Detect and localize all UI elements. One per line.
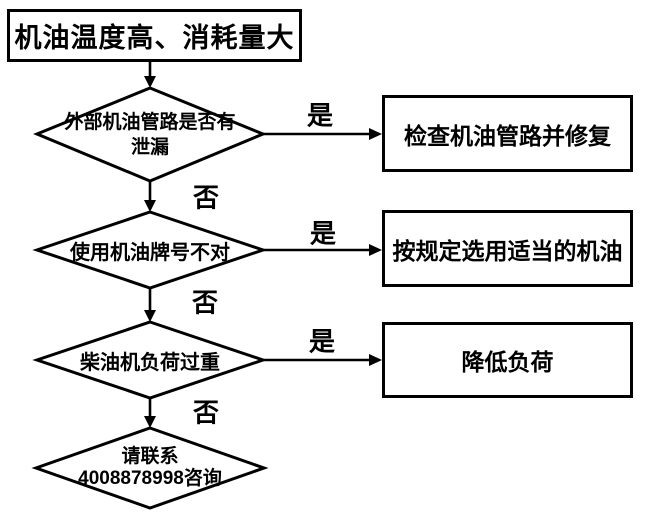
decision-1-line1: 外部机油管路是否有	[64, 111, 236, 133]
arrowhead-down-1	[144, 76, 156, 88]
yes-label-1: 是	[306, 100, 334, 131]
end-line1: 请联系	[121, 446, 179, 467]
end-line2: 4008878998咨询	[78, 468, 222, 489]
action-node-3: 降低负荷	[382, 322, 633, 398]
action-1-label: 检查机油管路并修复	[404, 122, 611, 149]
arrowhead-right-1	[369, 128, 382, 140]
yes-label-2: 是	[309, 218, 337, 249]
yes-label-3: 是	[308, 326, 336, 357]
decision-node-3: 柴油机负荷过重	[37, 322, 263, 398]
action-2-label: 按规定选用适当的机油	[392, 237, 623, 264]
decision-1-line2: 泄漏	[130, 136, 169, 158]
start-label: 机油温度高、消耗量大	[14, 23, 295, 53]
arrowhead-right-2	[369, 244, 382, 256]
action-node-1: 检查机油管路并修复	[382, 95, 633, 172]
action-node-2: 按规定选用适当的机油	[382, 210, 633, 287]
no-label-3: 否	[192, 397, 220, 428]
arrowhead-right-3	[369, 354, 382, 366]
start-node: 机油温度高、消耗量大	[7, 9, 302, 62]
decision-3-line1: 柴油机负荷过重	[80, 351, 220, 374]
end-node: 请联系 4008878998咨询	[36, 428, 264, 508]
no-label-1: 否	[192, 182, 220, 213]
arrowhead-down-4	[144, 416, 156, 428]
action-3-label: 降低负荷	[461, 349, 554, 375]
end-diamond	[31, 426, 269, 510]
decision-2-line1: 使用机油牌号不对	[70, 241, 230, 264]
decision-node-1: 外部机油管路是否有 泄漏	[37, 88, 263, 181]
arrowhead-down-3	[144, 310, 156, 322]
decision-node-2: 使用机油牌号不对	[37, 212, 263, 288]
arrowhead-down-2	[144, 200, 156, 212]
no-label-2: 否	[191, 287, 219, 318]
